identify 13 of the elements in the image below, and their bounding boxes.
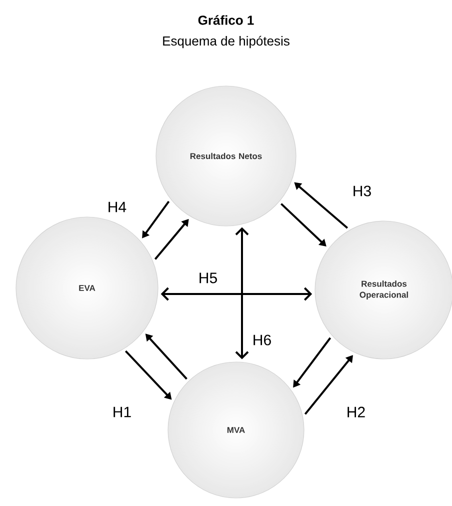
hypothesis-label: H3 (354, 186, 371, 196)
circle-node: EVA (16, 216, 158, 360)
arrow (235, 227, 249, 360)
hypothesis-label: H6 (254, 334, 271, 346)
hypothesis-label: H4 (108, 202, 126, 212)
circle-node: Resultados Netos (156, 86, 296, 226)
arrow (160, 287, 312, 301)
title: Gráfico 1 (198, 15, 254, 25)
hypothesis-label: H5 (200, 272, 217, 284)
hypothesis-label: H1 (114, 406, 131, 418)
hypothesis-label: H2 (348, 406, 365, 418)
circle-node: MVA (168, 362, 304, 498)
subtitle: Esquema de hipótesis (163, 36, 290, 48)
